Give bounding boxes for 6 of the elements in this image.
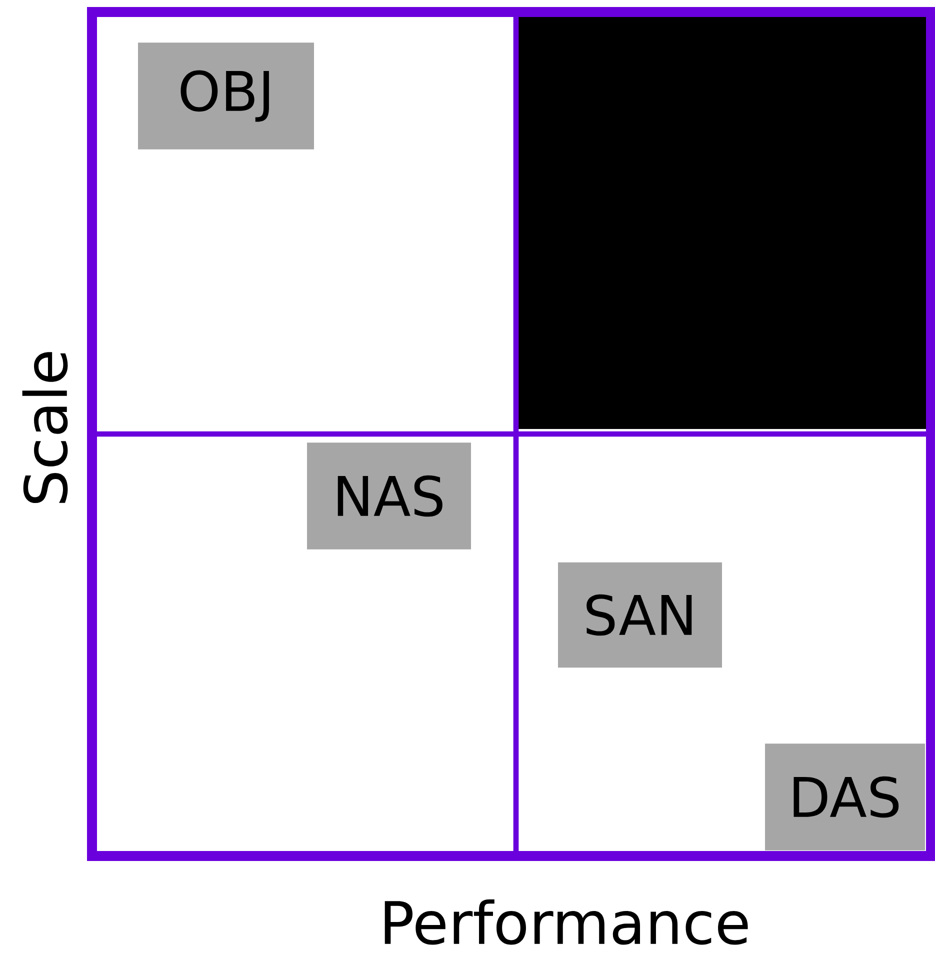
axis-label: Scale bbox=[22, 352, 68, 504]
label-box: NAS bbox=[307, 442, 471, 550]
label-box: SAN bbox=[558, 562, 722, 668]
label-box: DAS bbox=[765, 744, 925, 850]
label-box: OBJ bbox=[138, 42, 314, 150]
axis-label: Performance bbox=[384, 899, 748, 945]
